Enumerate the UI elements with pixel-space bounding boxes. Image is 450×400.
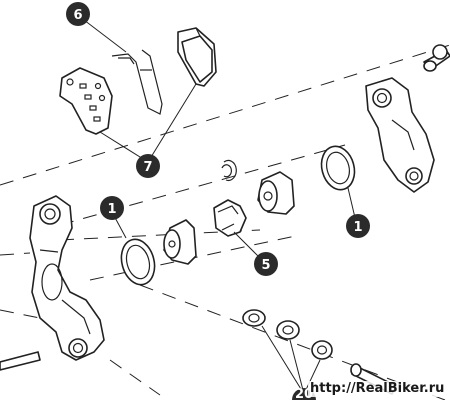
washers — [242, 309, 333, 360]
callout-1-left: 1 — [100, 196, 124, 220]
svg-text:6: 6 — [73, 8, 82, 23]
brake-pad-plate — [59, 67, 113, 135]
circlip — [221, 159, 237, 182]
svg-text:1: 1 — [353, 220, 362, 235]
caliper-right — [365, 77, 435, 193]
piston-left — [163, 219, 197, 265]
seal-ring-right — [320, 145, 356, 191]
watermark-url: http://RealBiker.ru — [308, 381, 447, 397]
callout-1-right: 1 — [346, 214, 370, 238]
svg-text:5: 5 — [261, 258, 270, 273]
svg-text:7: 7 — [143, 160, 152, 175]
piston-right — [257, 171, 295, 215]
bolt-bottom-left — [0, 351, 41, 371]
callout-5: 5 — [254, 252, 278, 276]
piston-clip — [213, 199, 247, 237]
bolt-top-right — [423, 44, 450, 72]
svg-text:1: 1 — [107, 202, 116, 217]
caliper-left — [29, 195, 105, 361]
seal-ring-left — [120, 238, 156, 286]
callout-6: 6 — [66, 2, 90, 26]
pad-spring — [111, 49, 163, 115]
brake-pad — [177, 27, 217, 87]
callout-7: 7 — [136, 154, 160, 178]
